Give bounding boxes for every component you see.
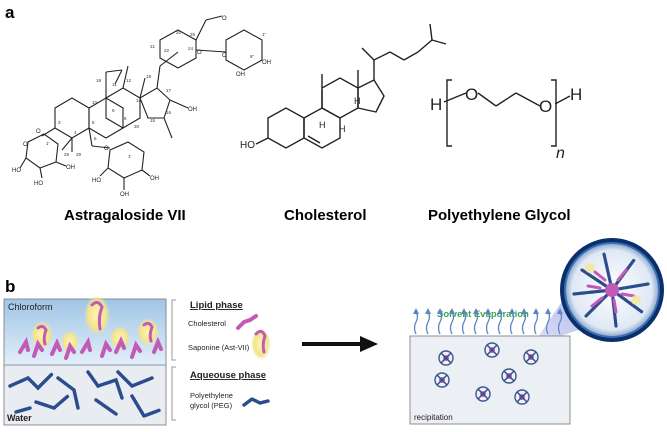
- process-arrow: [302, 336, 378, 352]
- nanoparticle: [438, 350, 454, 366]
- svg-text:8: 8: [124, 116, 127, 121]
- svg-text:12: 12: [126, 78, 132, 83]
- molecule-name-peg: Polyethylene Glycol: [428, 207, 571, 224]
- nanoparticle: [475, 386, 491, 402]
- svg-text:28: 28: [64, 152, 70, 157]
- svg-text:24: 24: [188, 46, 194, 51]
- legend-saponine-icon: [254, 329, 267, 354]
- svg-text:1′: 1′: [46, 141, 50, 146]
- svg-text:OH: OH: [236, 72, 245, 78]
- svg-text:20: 20: [176, 30, 182, 35]
- svg-text:19: 19: [96, 78, 102, 83]
- svg-text:H: H: [319, 120, 326, 130]
- astragaloside-position-numbers: 1″ 20 24 25 22 21 18 17 16 15 14 12 11 1…: [46, 30, 267, 159]
- panel-a-label: a: [5, 3, 15, 22]
- legend-cholesterol: Cholesterol: [188, 319, 226, 328]
- svg-text:n: n: [556, 145, 565, 162]
- svg-text:HO: HO: [92, 178, 101, 184]
- svg-text:OH: OH: [188, 107, 197, 113]
- nanoparticle: [514, 389, 530, 405]
- svg-text:O: O: [36, 129, 41, 135]
- svg-text:OH: OH: [262, 60, 271, 66]
- legend-saponine: Saponine (Ast-VII): [188, 343, 250, 352]
- svg-text:9: 9: [112, 108, 115, 113]
- evaporation-arrows: [413, 311, 563, 335]
- svg-text:HO: HO: [12, 168, 21, 174]
- svg-text:16: 16: [166, 110, 172, 115]
- legend-aqueous-phase: Aqueouse phase: [190, 370, 266, 381]
- peg-structure: [443, 79, 571, 147]
- svg-text:H: H: [430, 95, 442, 114]
- molecule-name-astragaloside: Astragaloside VII: [64, 207, 186, 224]
- svg-text:30: 30: [134, 124, 140, 129]
- svg-text:O: O: [104, 146, 109, 152]
- svg-text:10: 10: [92, 100, 98, 105]
- svg-text:OH: OH: [150, 176, 159, 182]
- svg-text:H: H: [570, 85, 582, 104]
- legend-peg-line2: glycol (PEG): [190, 401, 233, 410]
- svg-text:3: 3: [58, 120, 61, 125]
- svg-text:1′: 1′: [128, 154, 132, 159]
- cholesterol-labels: HO H H H: [240, 96, 361, 151]
- nanoparticle: [523, 349, 539, 365]
- peg-chains: [8, 370, 162, 419]
- svg-text:O: O: [222, 53, 227, 59]
- nanoparticles: [434, 342, 539, 405]
- svg-text:14: 14: [136, 98, 142, 103]
- svg-text:H: H: [354, 96, 361, 106]
- molecule-name-cholesterol: Cholesterol: [284, 207, 367, 224]
- nanoparticle-zoom-lens: [560, 238, 664, 342]
- panel-b-label: b: [5, 277, 15, 296]
- svg-text:17: 17: [166, 88, 172, 93]
- svg-text:6″: 6″: [250, 54, 255, 59]
- svg-text:O: O: [222, 16, 227, 22]
- svg-text:OH: OH: [120, 192, 129, 198]
- nanoparticle: [434, 372, 450, 388]
- astragaloside-atom-labels: O O O O O O OH OH HO HO HO OH OH OH OH: [12, 16, 271, 198]
- svg-text:1″: 1″: [262, 32, 267, 37]
- nanoparticle: [501, 368, 517, 384]
- svg-text:O: O: [197, 50, 202, 56]
- svg-text:HO: HO: [240, 140, 255, 151]
- astragaloside-structure: [19, 15, 263, 190]
- cholesterol-structure: [255, 23, 447, 149]
- water-label: Water: [7, 413, 32, 423]
- evaporation-arrowheads: [413, 308, 563, 314]
- svg-text:22: 22: [164, 48, 170, 53]
- svg-text:18: 18: [146, 74, 152, 79]
- svg-text:29: 29: [76, 152, 82, 157]
- chloroform-label: Chloroform: [8, 302, 53, 312]
- legend-lipid-phase: Lipid phase: [190, 300, 243, 311]
- legend-peg-icon: [242, 396, 270, 407]
- legend-cholesterol-icon: [236, 314, 258, 330]
- svg-text:5: 5: [92, 120, 95, 125]
- svg-text:25: 25: [190, 32, 196, 37]
- svg-text:6: 6: [94, 136, 97, 141]
- svg-text:OH: OH: [66, 165, 75, 171]
- svg-text:21: 21: [150, 44, 156, 49]
- svg-text:H: H: [339, 124, 346, 134]
- svg-text:HO: HO: [34, 181, 43, 187]
- saponine-molecules: [31, 295, 159, 353]
- svg-text:4: 4: [74, 130, 77, 135]
- svg-text:O: O: [465, 85, 478, 104]
- svg-text:O: O: [23, 142, 28, 148]
- svg-text:15: 15: [150, 118, 156, 123]
- cholesterol-molecules: [18, 336, 163, 360]
- legend-peg-line1: Polyethylene: [190, 391, 233, 400]
- peg-labels: H O O H n: [430, 85, 582, 162]
- precipitation-label: recipitation: [414, 413, 453, 422]
- svg-text:O: O: [539, 97, 552, 116]
- legend: Lipid phase Cholesterol Saponine (Ast-VI…: [171, 299, 271, 421]
- svg-text:11: 11: [112, 82, 117, 87]
- nanoparticle: [484, 342, 500, 358]
- solvent-evaporation-label: Solvent Evaporation: [437, 309, 529, 320]
- water-phase: [3, 364, 167, 426]
